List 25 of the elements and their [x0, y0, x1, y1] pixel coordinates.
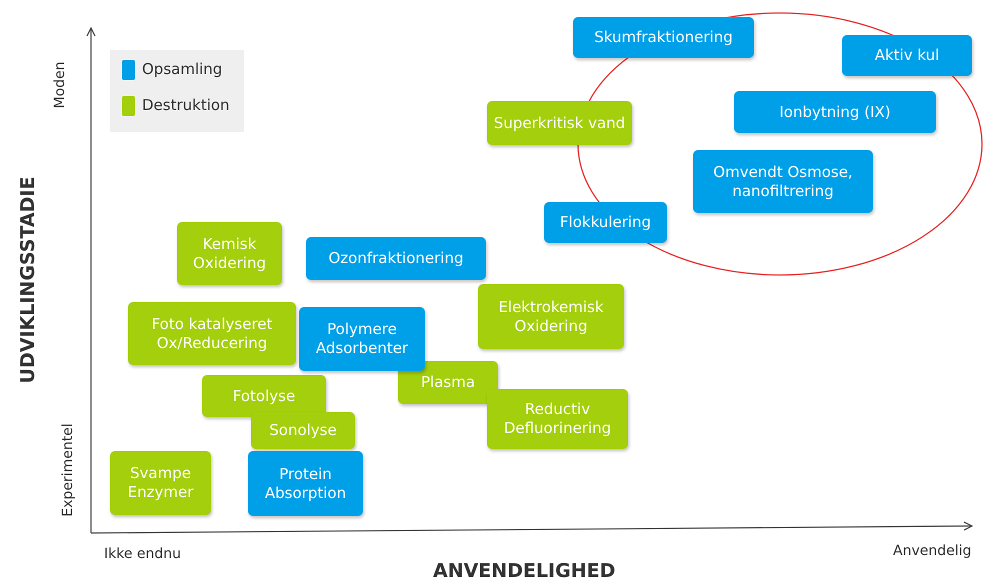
technology-box: Foto katalyseret Ox/Reducering — [128, 302, 296, 365]
technology-box: Ionbytning (IX) — [734, 91, 936, 133]
technology-box: Elektrokemisk Oxidering — [478, 284, 624, 349]
technology-box: Fotolyse — [202, 375, 326, 417]
y-axis-title: UDVIKLINGSSTADIE — [17, 176, 39, 384]
technology-box: Omvendt Osmose, nanofiltrering — [693, 150, 873, 213]
technology-box: Kemisk Oxidering — [177, 222, 282, 285]
technology-box: Sonolyse — [251, 412, 355, 449]
technology-box: Protein Absorption — [248, 451, 363, 516]
technology-box: Reductiv Defluorinering — [487, 389, 628, 449]
legend-label: Destruktion — [142, 96, 230, 114]
technology-box: Skumfraktionering — [573, 17, 754, 58]
technology-box: Plasma — [398, 361, 498, 404]
technology-box: Aktiv kul — [842, 35, 972, 76]
y-tick-label: Moden — [52, 61, 68, 109]
technology-box: Flokkulering — [544, 202, 667, 243]
x-axis-title: ANVENDELIGHED — [433, 560, 616, 582]
technology-box: Svampe Enzymer — [110, 451, 211, 515]
technology-box: Polymere Adsorbenter — [299, 307, 425, 371]
x-tick-label: Anvendelig — [893, 543, 972, 559]
y-tick-label: Experimentel — [60, 423, 76, 517]
technology-box: Superkritisk vand — [487, 101, 632, 145]
legend-label: Opsamling — [142, 60, 222, 78]
technology-box: Ozonfraktionering — [306, 237, 486, 280]
x-tick-label: Ikke endnu — [104, 546, 182, 562]
